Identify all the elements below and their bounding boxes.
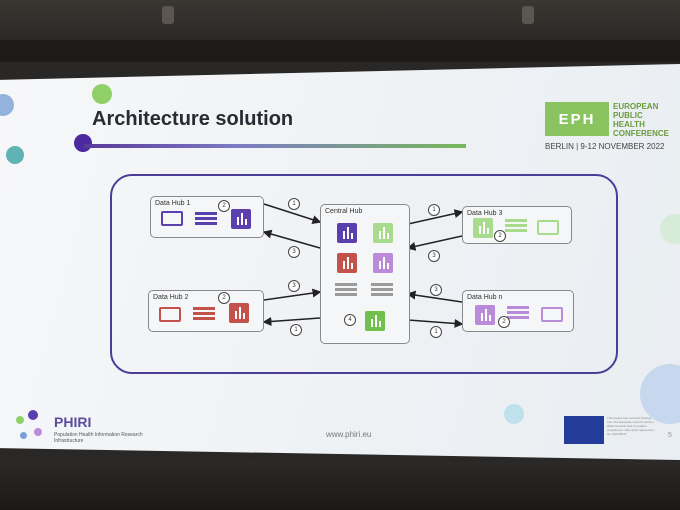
page-number: 5 <box>668 432 672 439</box>
database-icon <box>195 212 217 226</box>
database-icon <box>505 219 527 233</box>
central-hub: Central Hub <box>320 204 410 344</box>
projected-slide: Architecture solution EPH EUROPEAN PUBLI… <box>0 64 680 460</box>
step-number: 3 <box>288 280 300 292</box>
hub-label: Central Hub <box>325 208 363 215</box>
step-number: 1 <box>290 324 302 336</box>
brand-name: PHIRI <box>54 414 92 430</box>
data-hub-1: Data Hub 1 <box>150 196 264 238</box>
logo-dot <box>20 432 27 439</box>
eu-funding-text: This project has received funding from t… <box>607 416 654 436</box>
ceiling-beam <box>0 40 680 62</box>
folder-icon <box>159 307 181 322</box>
folder-icon <box>537 220 559 235</box>
bar-chart-icon <box>337 253 357 273</box>
network-dot <box>640 364 680 424</box>
website-url: www.phiri.eu <box>326 430 372 439</box>
database-icon <box>193 307 215 321</box>
database-icon <box>371 283 393 297</box>
step-number: 1 <box>288 198 300 210</box>
conference-location: BERLIN | 9-12 NOVEMBER 2022 <box>545 142 665 151</box>
bar-chart-icon <box>475 305 495 325</box>
step-number: 3 <box>430 284 442 296</box>
ceiling-lamp <box>522 6 534 24</box>
database-icon <box>335 283 357 297</box>
data-hub-2: Data Hub 2 <box>148 290 264 332</box>
step-number: 4 <box>344 314 356 326</box>
step-number: 3 <box>288 246 300 258</box>
ceiling-lamp <box>162 6 174 24</box>
bar-chart-icon <box>337 223 357 243</box>
step-number: 1 <box>430 326 442 338</box>
network-dot <box>0 94 14 116</box>
logo-dot <box>34 428 42 436</box>
database-icon <box>507 306 529 320</box>
eu-flag <box>564 416 604 444</box>
folder-icon <box>161 211 183 226</box>
data-hub-3: Data Hub 3 <box>462 206 572 244</box>
brand-subtitle: Population Health Information Research I… <box>54 432 143 444</box>
hub-label: Data Hub n <box>467 294 503 301</box>
slide-title: Architecture solution <box>92 108 294 130</box>
bar-chart-icon <box>231 209 251 229</box>
step-number: 2 <box>218 292 230 304</box>
step-number: 2 <box>498 316 510 328</box>
eph-logo: EPH <box>545 102 609 136</box>
title-underline <box>84 144 466 148</box>
data-flow-arrows <box>262 203 464 328</box>
logo-dot <box>28 410 38 420</box>
bar-chart-icon <box>373 253 393 273</box>
step-number: 2 <box>494 230 506 242</box>
bar-chart-icon <box>229 303 249 323</box>
hub-label: Data Hub 2 <box>153 294 189 301</box>
data-hub-n: Data Hub n <box>462 290 574 332</box>
step-number: 3 <box>428 250 440 262</box>
folder-icon <box>541 307 563 322</box>
network-dot <box>504 404 524 424</box>
step-number: 1 <box>428 204 440 216</box>
room-floor <box>0 462 680 510</box>
step-number: 2 <box>218 200 230 212</box>
hub-label: Data Hub 3 <box>467 210 503 217</box>
bar-chart-icon <box>373 223 393 243</box>
architecture-frame <box>110 174 618 374</box>
logo-dot <box>16 416 24 424</box>
network-dot <box>6 146 24 164</box>
hub-label: Data Hub 1 <box>155 200 191 207</box>
network-dot <box>660 214 680 244</box>
bar-chart-icon <box>365 311 385 331</box>
conference-name: EUROPEAN PUBLIC HEALTH CONFERENCE <box>613 102 670 138</box>
bar-chart-icon <box>473 218 493 238</box>
network-dot <box>92 84 112 104</box>
